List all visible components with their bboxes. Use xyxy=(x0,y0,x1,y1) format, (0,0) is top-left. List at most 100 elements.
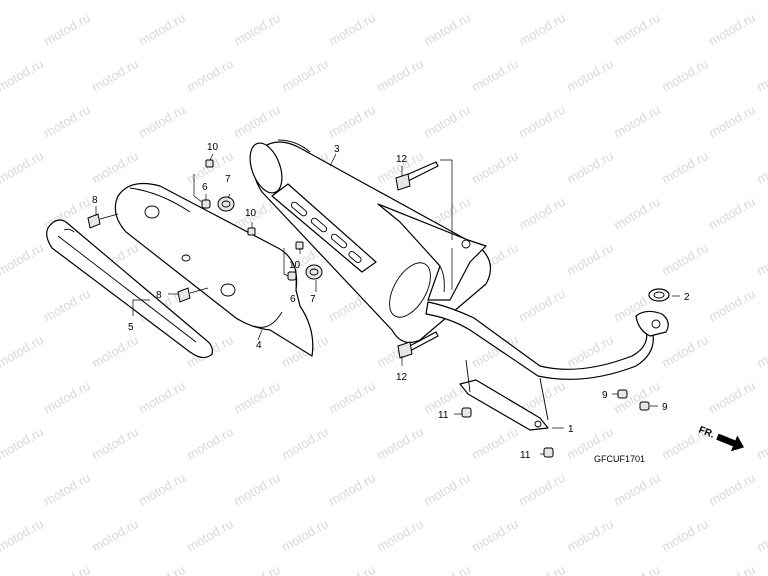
part-8-bolt-upper[interactable] xyxy=(87,213,119,229)
watermark-text: motod.ru xyxy=(706,10,758,49)
watermark-text: motod.ru xyxy=(0,332,46,371)
part-5-lower-heat-shield[interactable] xyxy=(46,219,213,359)
watermark-text: motod.ru xyxy=(184,424,236,463)
watermark-text: motod.ru xyxy=(326,378,378,417)
watermark-text: motod.ru xyxy=(659,240,711,279)
watermark-text: motod.ru xyxy=(564,0,616,3)
watermark-text: motod.ru xyxy=(564,240,616,279)
watermark-text: motod.ru xyxy=(754,516,768,555)
part-11-bolt-b[interactable] xyxy=(543,447,554,458)
watermark-text: motod.ru xyxy=(754,332,768,371)
watermark-text: motod.ru xyxy=(469,0,521,3)
watermark-text: motod.ru xyxy=(41,286,93,325)
watermark-text: motod.ru xyxy=(659,56,711,95)
watermark-text: motod.ru xyxy=(89,148,141,187)
watermark-text: motod.ru xyxy=(516,194,568,233)
watermark-text: motod.ru xyxy=(659,332,711,371)
callout-labels: 1 2 3 4 5 6 6 7 7 8 8 9 9 10 10 10 11 11… xyxy=(92,142,690,461)
watermark-text: motod.ru xyxy=(516,562,568,576)
watermark-text: motod.ru xyxy=(564,56,616,95)
watermark-text: motod.ru xyxy=(706,194,758,233)
part-10-bolt-c[interactable] xyxy=(295,241,304,250)
watermark-text: motod.ru xyxy=(564,148,616,187)
watermark-text: motod.ru xyxy=(0,240,46,279)
watermark-text: motod.ru xyxy=(136,10,188,49)
callout-10c: 10 xyxy=(289,260,301,271)
watermark-text: motod.ru xyxy=(516,470,568,509)
watermark-text: motod.ru xyxy=(516,286,568,325)
callout-11b: 11 xyxy=(520,450,531,461)
watermark-text: motod.ru xyxy=(184,516,236,555)
callout-2: 2 xyxy=(684,292,690,303)
callout-4: 4 xyxy=(256,340,262,351)
part-12-bolt-lower[interactable] xyxy=(397,331,439,359)
watermark-text: motod.ru xyxy=(706,102,758,141)
watermark-text: motod.ru xyxy=(754,424,768,463)
watermark-text: motod.ru xyxy=(374,56,426,95)
watermark-text: motod.ru xyxy=(469,424,521,463)
callout-5: 5 xyxy=(128,322,134,333)
watermark-text: motod.ru xyxy=(611,10,663,49)
watermark-text: motod.ru xyxy=(374,0,426,3)
watermark-text: motod.ru xyxy=(0,516,46,555)
exhaust-pipe[interactable] xyxy=(425,301,669,380)
watermark-text: motod.ru xyxy=(279,424,331,463)
watermark-text: motod.ru xyxy=(279,516,331,555)
part-3-muffler[interactable] xyxy=(244,139,492,343)
watermark-text: motod.ru xyxy=(421,10,473,49)
watermark-text: motod.ru xyxy=(136,378,188,417)
watermark-text: motod.ru xyxy=(41,562,93,576)
watermark-text: motod.ru xyxy=(136,562,188,576)
watermark-text: motod.ru xyxy=(184,56,236,95)
watermark-text: motod.ru xyxy=(326,102,378,141)
callout-6b: 6 xyxy=(290,294,296,305)
part-10-bolt-b[interactable] xyxy=(247,227,256,236)
watermark-text: motod.ru xyxy=(136,470,188,509)
part-8-bolt-lower[interactable] xyxy=(177,287,209,303)
watermark-text: motod.ru xyxy=(754,0,768,3)
watermark-text: motod.ru xyxy=(41,10,93,49)
part-9-bolt-a[interactable] xyxy=(617,389,628,399)
part-10-bolt-a[interactable] xyxy=(205,159,214,168)
part-7-grommet-upper[interactable] xyxy=(217,196,235,212)
watermark-text: motod.ru xyxy=(469,516,521,555)
watermark-text: motod.ru xyxy=(279,0,331,3)
watermark-text: motod.ru xyxy=(0,0,46,3)
arrow-right-icon xyxy=(716,433,744,452)
leader-lines xyxy=(95,153,680,455)
watermark-text: motod.ru xyxy=(421,562,473,576)
watermark-text: motod.ru xyxy=(706,378,758,417)
watermark-text: motod.ru xyxy=(421,470,473,509)
watermark-text: motod.ru xyxy=(89,56,141,95)
callout-11a: 11 xyxy=(438,410,449,421)
watermark-text: motod.ru xyxy=(279,56,331,95)
part-6-collar-upper[interactable] xyxy=(201,199,211,209)
part-12-bolt-upper[interactable] xyxy=(395,161,439,191)
callout-1: 1 xyxy=(568,424,574,435)
part-6-collar-lower[interactable] xyxy=(287,271,297,281)
watermark-text: motod.ru xyxy=(0,424,46,463)
callout-8a: 8 xyxy=(92,195,98,206)
watermark-text: motod.ru xyxy=(706,562,758,576)
part-1-bracket[interactable] xyxy=(459,359,549,431)
watermark-text: motod.ru xyxy=(516,10,568,49)
watermark-text: motod.ru xyxy=(611,470,663,509)
watermark-text: motod.ru xyxy=(0,148,46,187)
watermark-text: motod.ru xyxy=(754,148,768,187)
part-7-grommet-lower[interactable] xyxy=(305,264,323,280)
watermark-text: motod.ru xyxy=(611,562,663,576)
callout-10b: 10 xyxy=(245,208,257,219)
part-4-muffler-protector[interactable] xyxy=(114,183,314,357)
watermark-text: motod.ru xyxy=(0,56,46,95)
part-9-bolt-b[interactable] xyxy=(639,401,650,411)
watermark-text: motod.ru xyxy=(136,102,188,141)
part-11-bolt-a[interactable] xyxy=(461,407,472,418)
watermark-text: motod.ru xyxy=(611,102,663,141)
callout-12b: 12 xyxy=(396,372,408,383)
callout-3: 3 xyxy=(334,144,340,155)
callout-10a: 10 xyxy=(207,142,219,153)
part-2-gasket[interactable] xyxy=(648,288,670,302)
watermark-text: motod.ru xyxy=(89,0,141,3)
watermark-text: motod.ru xyxy=(326,10,378,49)
diagram-code: GFCUF1701 xyxy=(594,454,645,464)
